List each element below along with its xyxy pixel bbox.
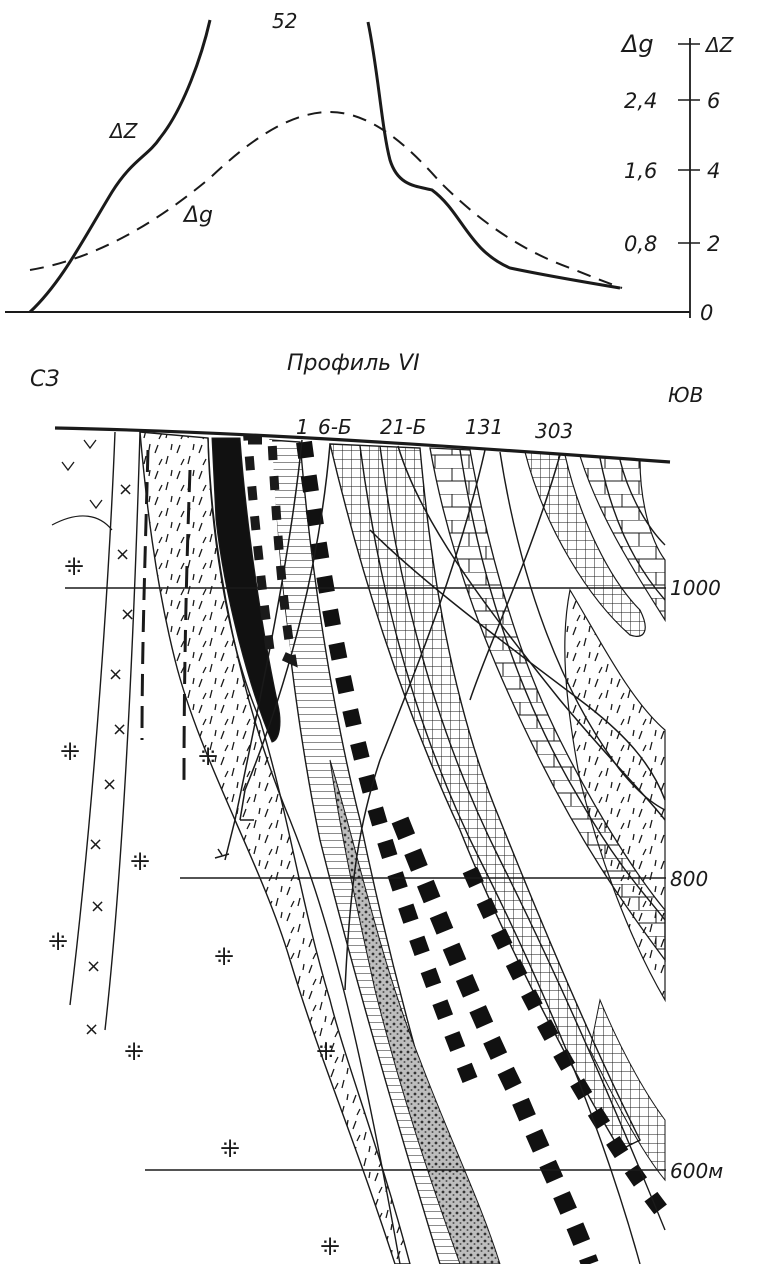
depth-800: 800 [670,867,708,891]
ore-body [329,759,501,1264]
svg-text:⁜: ⁜ [60,738,80,766]
level-lines [65,587,666,1171]
anomaly-graph: 52 ΔZ Δg Δg ΔZ 2,4 1,6 0,8 6 4 2 0 [5,9,735,325]
dg-tick-1-6: 1,6 [624,159,657,183]
hstripe-band [269,439,481,1264]
svg-text:⁜: ⁜ [214,943,234,971]
dz-curve-left [28,19,212,314]
svg-text:×: × [115,544,130,565]
axis-zero: 0 [700,301,713,325]
well-6b: 6-Б [318,415,352,439]
dg-curve-label: Δg [182,203,213,228]
dg-curve [29,110,623,289]
intrusion-band [69,431,141,1031]
svg-text:⁜: ⁜ [320,1233,340,1261]
svg-text:×: × [90,896,105,917]
well-131: 131 [465,415,503,439]
ground-surface [54,426,671,464]
striped-band-3 [391,816,599,1264]
dg-tick-2-4: 2,4 [624,89,657,113]
brick-band-2 [579,455,666,623]
svg-text:⁜: ⁜ [220,1135,240,1163]
right-dash-zone [564,588,666,1003]
svg-text:×: × [108,664,123,685]
geological-section: Профиль VI СЗ ЮВ × × × × × × × × × × ⁜ ⁜… [30,351,723,1264]
boreholes [214,439,666,991]
svg-text:×: × [102,774,117,795]
grid-band-3 [589,998,666,1182]
svg-text:×: × [86,956,101,977]
svg-text:⁜: ⁜ [64,553,84,581]
svg-text:×: × [88,834,103,855]
granite-symbols: ⁜ ⁜ ⁜ ⁜ ⁜ ⁜ ⁜ ⁜ ⁜ ⁜ [48,553,340,1261]
svg-text:×: × [118,479,133,500]
dg-axis-title: Δg [620,30,654,58]
dz-tick-2: 2 [707,232,720,256]
dz-axis-title: ΔZ [704,33,735,57]
striped-band-2 [296,440,478,1083]
svg-text:×: × [112,719,127,740]
direction-se: ЮВ [668,383,703,407]
intrusion-arc [51,515,113,531]
graph-ticks [678,43,700,244]
dg-tick-0-8: 0,8 [624,232,657,256]
grid-band-2 [524,451,646,637]
profile-title: Профиль VI [287,351,420,376]
svg-text:⁜: ⁜ [124,1038,144,1066]
depth-600: 600м [670,1159,723,1183]
dz-tick-6: 6 [707,89,720,113]
well-303: 303 [535,419,573,443]
black-layer [211,437,281,743]
dz-curve-right [366,21,621,290]
svg-text:×: × [84,1019,99,1040]
depth-1000: 1000 [670,576,721,600]
dz-tick-4: 4 [707,159,720,183]
striped-band-1 [243,435,298,668]
svg-text:⁜: ⁜ [130,848,150,876]
svg-text:⁜: ⁜ [48,928,68,956]
dz-curve-label: ΔZ [108,119,139,143]
direction-nw: СЗ [30,367,59,392]
graph-top-label: 52 [272,9,297,33]
v-symbols [61,439,103,510]
well-1: 1 [296,415,309,439]
x-symbols: × × × × × × × × × × [84,479,135,1040]
well-21b: 21-Б [380,415,426,439]
svg-text:×: × [120,604,135,625]
dash-zone [139,431,411,1264]
